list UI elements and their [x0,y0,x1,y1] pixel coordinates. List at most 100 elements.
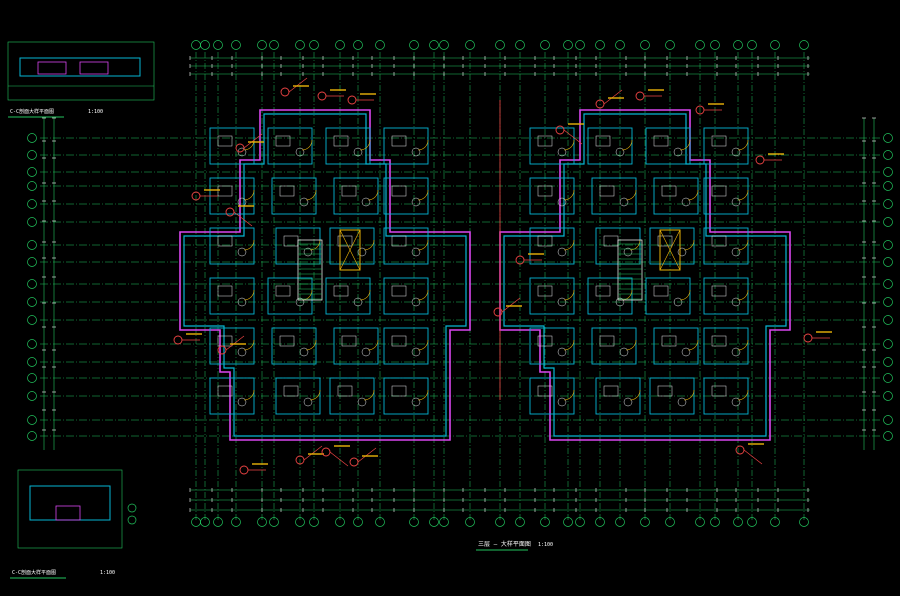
door-swing [737,239,749,251]
fixture-item [237,297,247,307]
furniture-item [537,285,553,297]
room-wall [271,177,317,215]
annotation-leader [225,335,245,351]
furniture-item [391,185,407,197]
room-wall [333,177,379,215]
fixture-item [731,247,741,257]
fixture-item [361,197,371,207]
door-swing [367,339,379,351]
furniture-item [653,135,669,147]
door-swing [737,339,749,351]
fixture-item [673,297,683,307]
annotation-layer [173,77,832,475]
room-wall [703,227,749,265]
door-swing [359,289,371,301]
door-swing [305,339,317,351]
axis-bubble-bottom [409,517,419,527]
detail-bottom-frame [17,469,123,549]
furniture-item [711,135,727,147]
axis-bubble-right [883,150,893,160]
fixture-item [295,147,305,157]
fixture-item [411,147,421,157]
door-swing [737,189,749,201]
axis-bubble-bottom [640,517,650,527]
axis-bubble-top [213,40,223,50]
fixture-item [557,347,567,357]
door-swing [563,339,575,351]
furniture-item [537,135,553,147]
axis-bubble-left [27,133,37,143]
furniture-item [333,285,349,297]
fixture-item [557,147,567,157]
axis-bubble-top [640,40,650,50]
door-swing [417,389,429,401]
door-swing [563,139,575,151]
annotation-leader [563,129,583,145]
axis-bubble-right [883,357,893,367]
furniture-item [337,385,353,397]
fixture-item [411,347,421,357]
furniture-item [283,385,299,397]
axis-bubble-bottom [575,517,585,527]
furniture-item [711,335,727,347]
furniture-item [711,385,727,397]
room-wall [209,227,255,265]
axis-bubble-top [269,40,279,50]
axis-bubble-top [615,40,625,50]
door-swing [243,339,255,351]
axis-grid-layer [27,40,893,527]
elevator-cross [659,229,681,271]
axis-bubble-bottom [770,517,780,527]
main-plan-scale: 1:100 [538,542,553,548]
axis-bubble-right [883,167,893,177]
axis-bubble-right [883,315,893,325]
axis-bubble-bottom [563,517,573,527]
fixture-item [557,197,567,207]
door-swing [563,289,575,301]
room-wall [325,127,371,165]
room-wall [529,227,575,265]
furniture-item [595,135,611,147]
axis-bubble-right [883,391,893,401]
fixture-item [557,397,567,407]
axis-bubble-bottom [231,517,241,527]
room-wall [209,277,255,315]
axis-bubble-bottom [213,517,223,527]
door-swing [563,389,575,401]
fixture-item [673,147,683,157]
room-wall [209,127,255,165]
room-wall [529,277,575,315]
door-swing [683,239,695,251]
axis-bubble-bottom [615,517,625,527]
axis-bubble-top [665,40,675,50]
door-swing [363,389,375,401]
room-wall [333,327,379,365]
fixture-item [411,297,421,307]
fixture-item [677,247,687,257]
fixture-item [619,347,629,357]
axis-bubble-left [27,199,37,209]
room-wall [275,377,321,415]
annotation-leader [303,445,323,461]
door-swing [243,389,255,401]
axis-bubble-right [883,431,893,441]
furniture-item [711,185,727,197]
elevator-shaft [659,229,681,271]
axis-bubble-top [747,40,757,50]
axis-bubble-right [883,297,893,307]
axis-bubble-left [27,339,37,349]
fixture-item [303,247,313,257]
room-wall [329,377,375,415]
axis-bubble-bottom [257,517,267,527]
axis-bubble-left [27,415,37,425]
door-swing [737,389,749,401]
door-swing [301,139,313,151]
axis-bubble-right [883,133,893,143]
room-wall [383,277,429,315]
room-wall [653,327,699,365]
door-swing [363,239,375,251]
axis-bubble-bottom [733,517,743,527]
fixture-item [237,347,247,357]
detail-bottom-title: C-C剖面大样平面图 [12,569,56,576]
fixture-item [357,247,367,257]
